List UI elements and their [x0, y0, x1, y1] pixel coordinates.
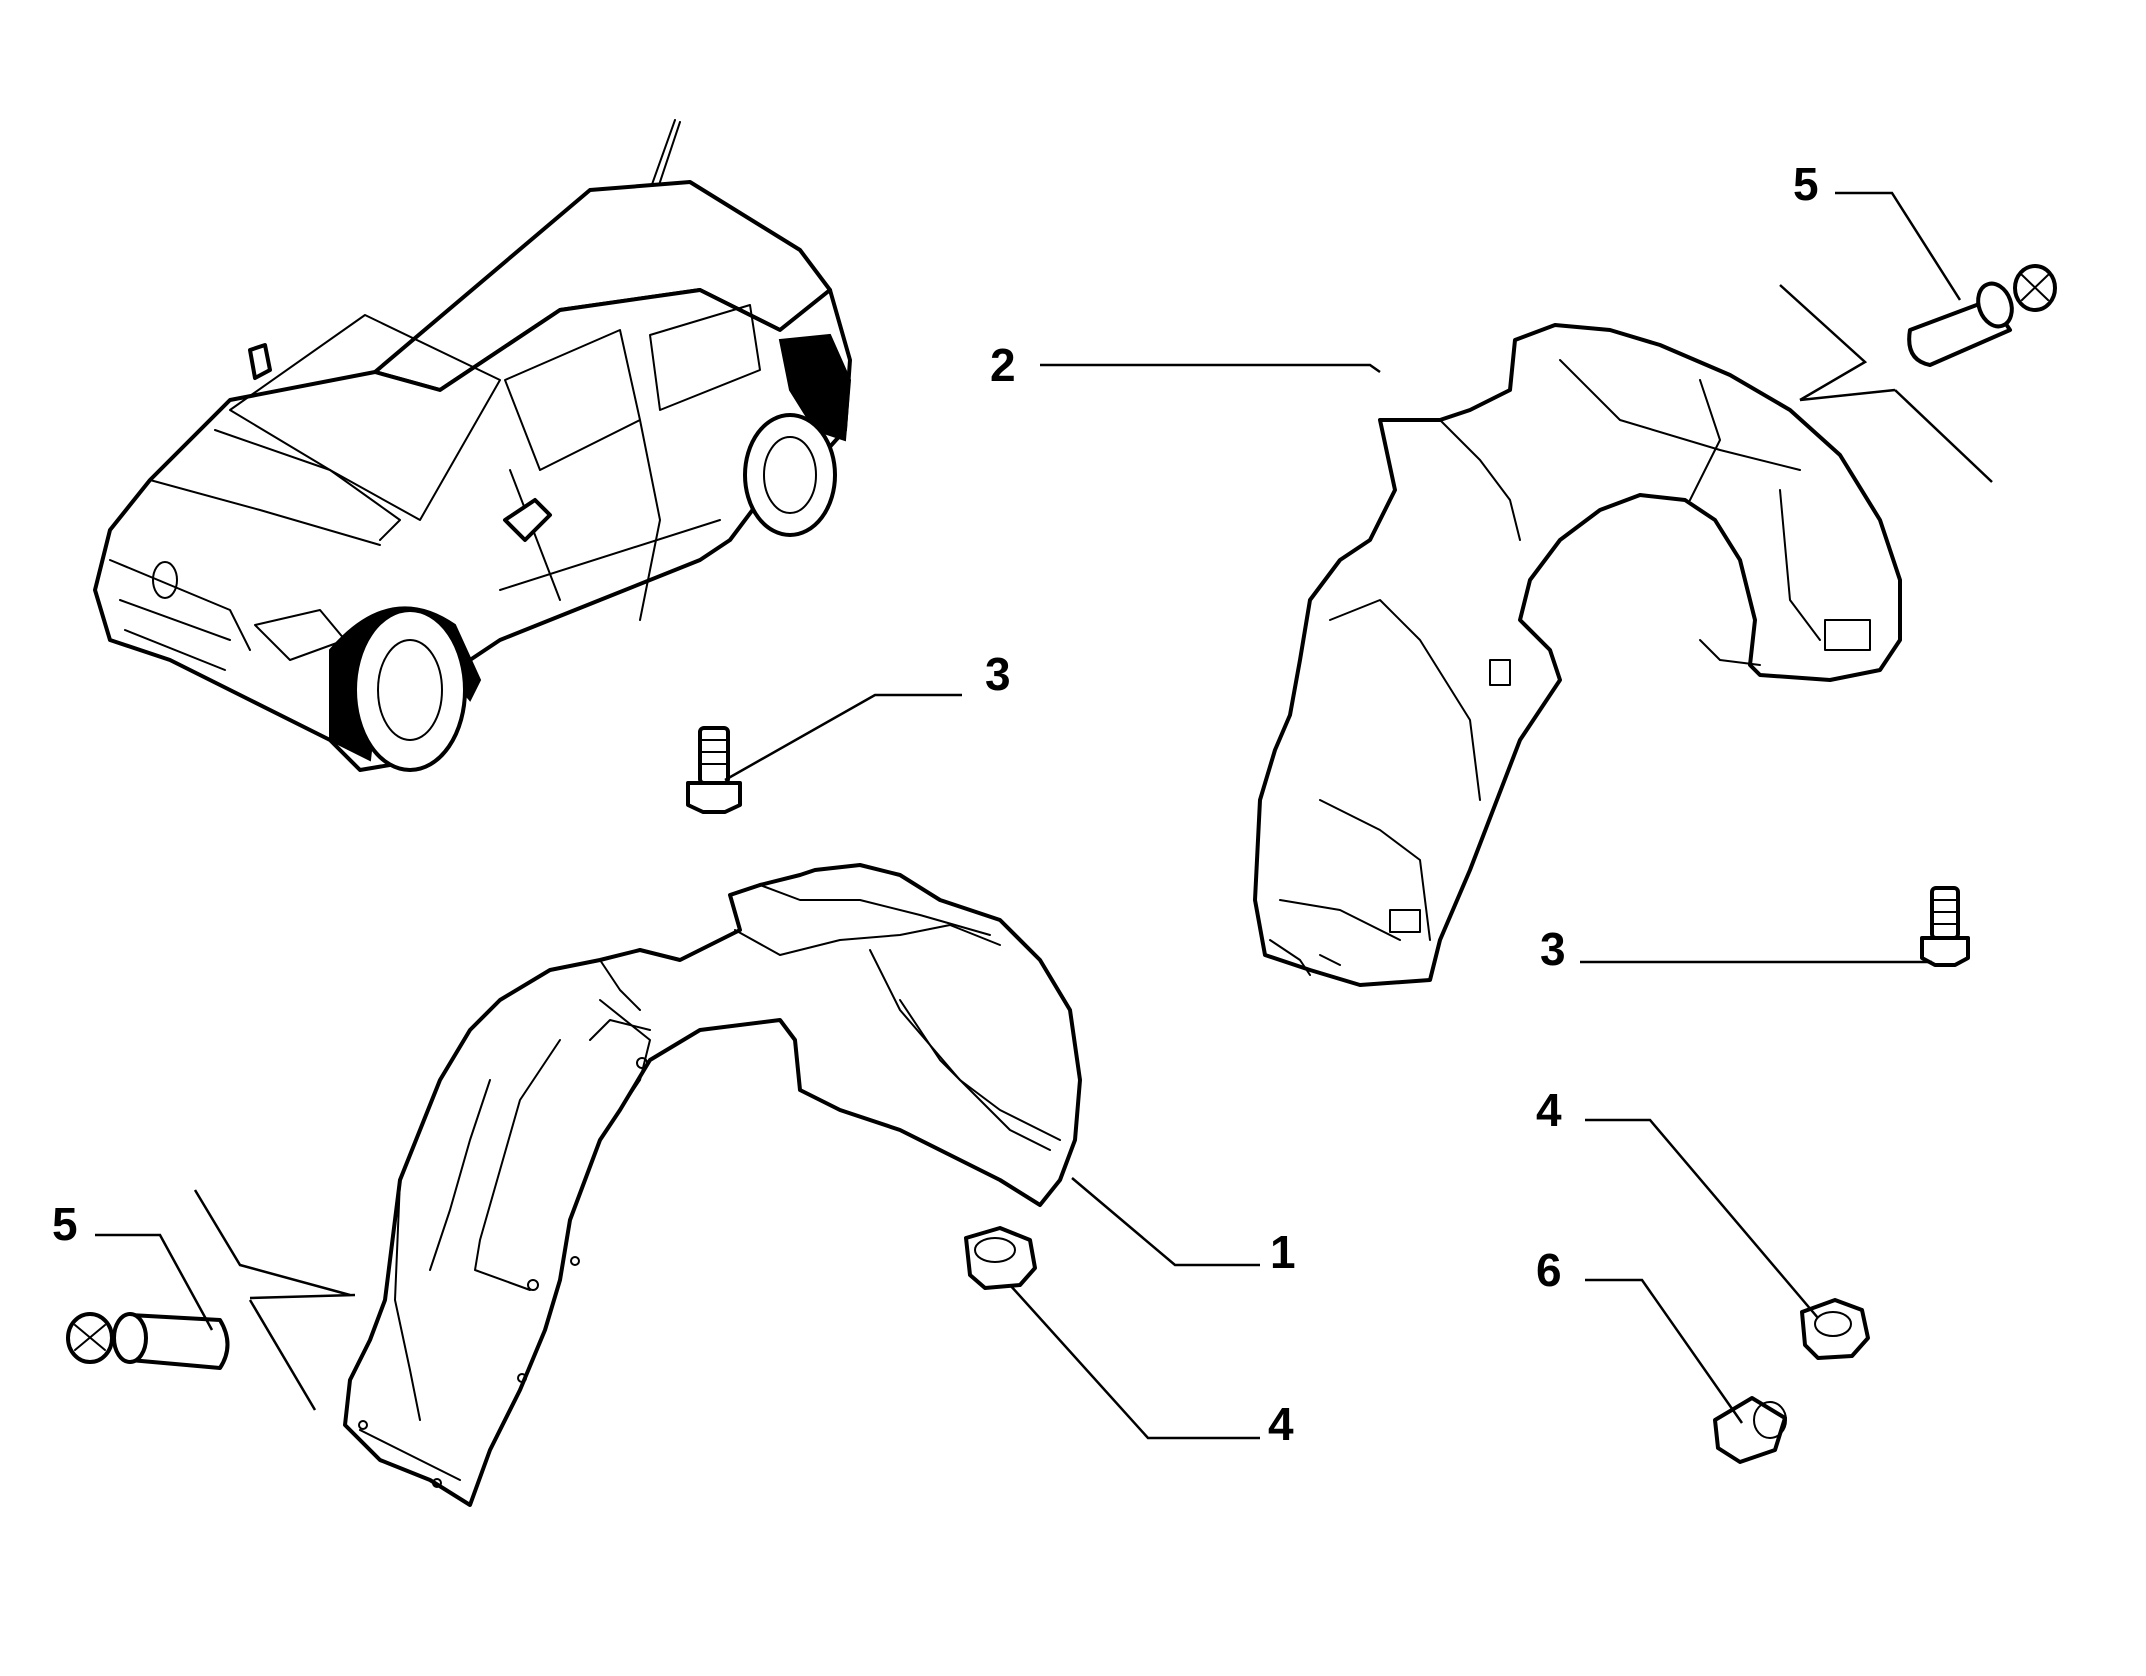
bolt-3-right	[1920, 886, 1970, 967]
leader-lines	[95, 191, 1993, 1440]
callout-3-right: 3	[1540, 923, 1566, 975]
callout-3-left: 3	[985, 648, 1011, 700]
callout-1: 1	[1270, 1226, 1296, 1278]
bolt-3-left	[686, 726, 742, 814]
clip-5-right	[1907, 264, 2057, 367]
callout-2: 2	[990, 339, 1016, 391]
rear-wheel-arch-liner	[1253, 323, 1902, 987]
callout-5-left: 5	[52, 1198, 78, 1250]
callout-6: 6	[1536, 1244, 1562, 1296]
clip-5-left	[66, 1312, 230, 1370]
car-illustration	[93, 119, 852, 772]
callout-4-right: 4	[1536, 1084, 1562, 1136]
callout-4-center: 4	[1268, 1398, 1294, 1450]
clip-6	[1713, 1396, 1787, 1464]
nut-4-center	[964, 1226, 1037, 1290]
front-wheel-arch-liner	[343, 863, 1082, 1507]
callout-5-right: 5	[1793, 158, 1819, 210]
nut-4-right	[1800, 1298, 1870, 1360]
